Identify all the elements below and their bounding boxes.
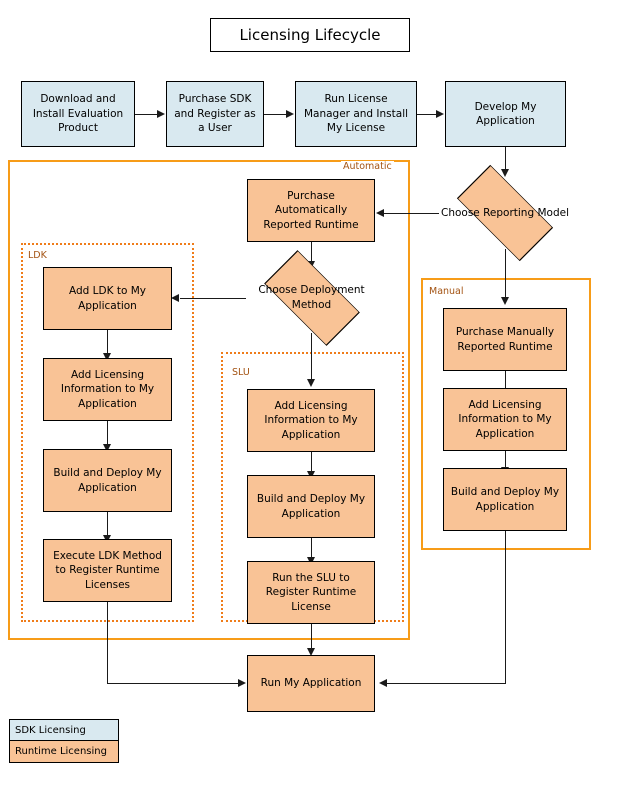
connector-deployment-to-ldk [180,298,246,299]
group-manual [421,278,591,550]
arrowhead [307,379,315,387]
arrowhead [436,110,444,118]
diagram-title-text: Licensing Lifecycle [239,26,381,44]
arrowhead [501,169,509,177]
connector-reporting-to-manual [505,249,506,299]
node-label: Choose Reporting Model [440,206,569,219]
connector-download-to-purchase [135,114,158,115]
connector-purchase-to-license-manager [264,114,287,115]
node-label: Run License Manager and Install My Licen… [303,93,409,135]
connector-manual-exit-vertical [505,531,506,683]
connector-license-manager-to-develop [417,114,437,115]
connector-ldk-build-to-execute [107,512,108,538]
arrowhead [307,648,315,656]
node-purchase-sdk-register[interactable]: Purchase SDK and Register as a User [166,81,264,147]
node-execute-ldk-method[interactable]: Execute LDK Method to Register Runtime L… [43,539,172,602]
node-label: Choose Deployment Method [258,284,365,311]
arrowhead [157,110,165,118]
node-label: Add Licensing Information to My Applicat… [60,368,155,410]
node-run-the-slu-to-register[interactable]: Run the SLU to Register Runtime License [247,561,375,624]
group-automatic-label: Automatic [341,161,394,172]
node-ldk-build-and-deploy[interactable]: Build and Deploy My Application [43,449,172,512]
node-add-ldk-to-my-application[interactable]: Add LDK to My Application [43,267,172,330]
node-label: Build and Deploy My Application [450,486,560,513]
node-label: Purchase Manually Reported Runtime [455,326,555,353]
arrowhead [286,110,294,118]
connector-reporting-to-automatic [384,213,439,214]
connector-purchase-auto-to-deployment [311,242,312,264]
node-purchase-manually-reported-runtime[interactable]: Purchase Manually Reported Runtime [443,308,567,371]
connector-ldk-exit-horizontal [107,683,238,684]
arrowhead [103,353,111,361]
legend-label: Runtime Licensing [15,746,107,757]
node-label: Add Licensing Information to My Applicat… [458,398,552,440]
node-slu-add-licensing-information[interactable]: Add Licensing Information to My Applicat… [247,389,375,452]
connector-deployment-to-slu [311,333,312,381]
group-manual-label: Manual [427,286,466,297]
node-manual-add-licensing-information[interactable]: Add Licensing Information to My Applicat… [443,388,567,451]
node-label: Run My Application [260,677,362,690]
node-label: Download and Install Evaluation Product [32,93,124,135]
legend: SDK Licensing Runtime Licensing [9,719,119,763]
connector-manual-purchase-to-licensing [505,371,506,391]
legend-item-sdk-licensing: SDK Licensing [10,720,118,741]
arrowhead [103,444,111,452]
connector-develop-to-choose-reporting [505,147,506,171]
arrowhead [501,297,509,305]
arrowhead [238,679,246,687]
group-ldk-label: LDK [26,250,49,261]
group-automatic [8,160,410,640]
connector-ldk-add-to-licensing-info [107,330,108,356]
connector-slu-exit [311,624,312,652]
node-purchase-automatically-reported-runtime[interactable]: Purchase Automatically Reported Runtime [247,179,375,242]
node-run-my-application[interactable]: Run My Application [247,655,375,712]
node-develop-my-application[interactable]: Develop My Application [445,81,566,147]
node-download-install-evaluation-product[interactable]: Download and Install Evaluation Product [21,81,135,147]
node-label: Execute LDK Method to Register Runtime L… [53,549,162,591]
node-label: Run the SLU to Register Runtime License [265,571,357,613]
legend-item-runtime-licensing: Runtime Licensing [10,741,118,762]
decision-choose-deployment-method[interactable]: Choose Deployment Method [245,249,378,346]
diagram-title: Licensing Lifecycle [210,18,410,52]
arrowhead [171,294,179,302]
node-run-license-manager[interactable]: Run License Manager and Install My Licen… [295,81,417,147]
legend-label: SDK Licensing [15,724,86,736]
node-ldk-add-licensing-information[interactable]: Add Licensing Information to My Applicat… [43,358,172,421]
connector-slu-licensing-to-build [311,452,312,474]
node-label: Add Licensing Information to My Applicat… [264,399,358,441]
node-label: Build and Deploy My Application [53,467,162,494]
connector-slu-build-to-run [311,538,312,560]
node-label: Develop My Application [474,100,537,127]
connector-ldk-licensing-to-build [107,421,108,447]
connector-ldk-exit-vertical [107,602,108,683]
node-manual-build-and-deploy[interactable]: Build and Deploy My Application [443,468,567,531]
group-slu-label: SLU [230,367,252,378]
connector-manual-exit-horizontal [387,683,506,684]
node-label: Build and Deploy My Application [256,493,366,520]
node-label: Purchase SDK and Register as a User [174,93,256,135]
arrowhead [379,679,387,687]
node-label: Add LDK to My Application [69,285,146,312]
arrowhead [376,209,384,217]
node-slu-build-and-deploy[interactable]: Build and Deploy My Application [247,475,375,538]
decision-choose-reporting-model[interactable]: Choose Reporting Model [438,164,572,262]
node-label: Purchase Automatically Reported Runtime [263,189,359,231]
connector-manual-licensing-to-build [505,451,506,470]
